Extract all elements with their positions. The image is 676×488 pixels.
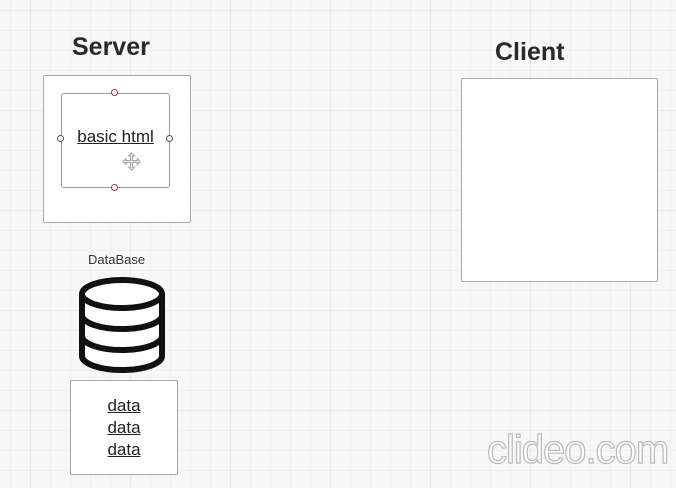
data-record: data [107, 440, 141, 459]
database-label: DataBase [88, 252, 146, 267]
resize-handle-right[interactable] [166, 135, 173, 142]
watermark: clideo.com [486, 427, 669, 472]
basic-html-node[interactable]: basic html [61, 93, 170, 188]
move-icon[interactable] [122, 152, 141, 171]
server-title: Server [72, 33, 150, 61]
basic-html-label: basic html [77, 127, 154, 146]
data-record: data [107, 418, 141, 437]
database-icon [79, 277, 165, 373]
data-container[interactable]: data data data [70, 380, 178, 475]
client-container[interactable] [461, 78, 658, 282]
data-list: data data data [71, 395, 177, 461]
resize-handle-top[interactable] [111, 89, 118, 96]
resize-handle-left[interactable] [57, 135, 64, 142]
client-title: Client [495, 38, 565, 66]
resize-handle-bottom[interactable] [111, 184, 118, 191]
data-record: data [107, 396, 141, 415]
